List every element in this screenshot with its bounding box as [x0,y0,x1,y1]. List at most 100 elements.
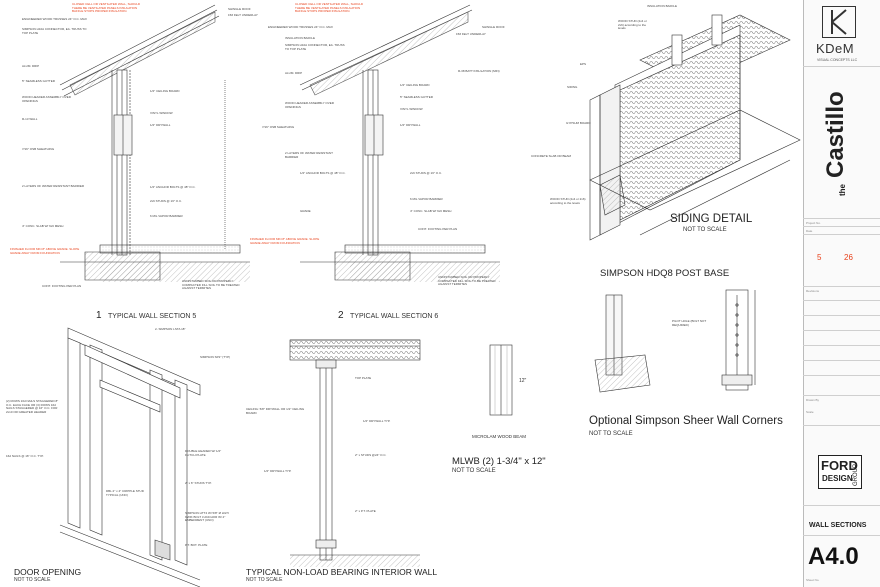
stamp-left-digit: 5 [817,253,822,262]
detail-title-siding: SIDING DETAIL [670,213,753,225]
note-gravel-5: 4" CONC. SLAB W/ 6x6 MESH [22,224,64,228]
detail-scale-interior: NOT TO SCALE [246,577,283,583]
mlwb-beam-drawing [489,344,513,416]
note-siding-wood-stud-bottom: WOOD STUD (2x4 or 2x6) according to the … [550,197,586,205]
note-king-stud: 2" x 6" STUDS TYP. [185,481,212,485]
wall-section-5-drawing [59,4,250,282]
mlwb-dimension: 12" [519,378,527,384]
firm-name: KDeM [816,41,855,56]
wall-section-6-drawing [299,4,500,282]
detail-number-2: 2 [338,310,344,321]
detail-title-sheer-wall: Optional Simpson Sheer Wall Corners [589,415,783,427]
note-vinyl-window-6: VINYL WINDOW [400,107,423,111]
note-cripple: DBL 2" x 4" CRIPPLE STUD TYPICAL (UNO) [106,489,144,497]
firm-tagline: VISUAL CONCEPTS LLC [817,58,858,62]
note-siding-gypsum: GYPSUM BOARD [566,121,591,125]
note-shingle-roof-5: SHINGLE ROOF [228,7,251,11]
title-block-divider [803,234,880,235]
note-sheathing-5: 7/16" OSB SHEATHING [22,147,55,151]
detail-title-wall-5: TYPICAL WALL SECTION 5 [108,313,197,320]
note-top-plate: TOP PLATE [355,376,372,380]
note-siding-eps: EPS [580,62,587,66]
detail-title-mlwb: MLWB (2) 1-3/4" x 12" [452,456,546,467]
firm-logo [822,6,856,38]
detail-title-wall-6: TYPICAL WALL SECTION 6 [350,313,439,320]
detail-scale-mlwb: NOT TO SCALE [452,468,496,474]
project-no-label: Project No. [806,221,821,225]
note-truss-6: ENGINEERED WOOD TRUSSES 24" O.C. MAX [268,25,333,29]
note-shingle-roof-6: SHINGLE ROOF [482,25,505,29]
note-alum-drip-5: ALUM. DRIP [22,64,40,68]
note-header-6: WOOD HEADER ASSEMBLY OVER OPENINGS [285,101,334,109]
detail-number-1: 1 [96,310,102,321]
designer-line-3: GROUP [853,463,859,486]
note-vapor-5: 6 MIL VAPOR BARRIER [150,214,183,218]
note-header-5: WOOD HEADER ASSEMBLY OVER OPENINGS [22,95,71,103]
note-wrb-5: 2 LAYERS OF WATER RESISTANT BARRIER [22,184,85,188]
mlwb-beam-label: MICROLAM WOOD BEAM [472,434,527,439]
detail-scale-door: NOT TO SCALE [14,577,51,583]
note-drywall-6: 1/2" DRYWALL [400,123,421,127]
note-drywall-typ: 1/2" DRYWALL TYP. [363,419,391,423]
note-insulation-baffle-6: INSULATION BAFFLE [285,36,315,40]
note-siding-slab: CONCRETE SLAB OR BEAM [531,154,572,158]
detail-scale-sheer-wall: NOT TO SCALE [589,431,633,437]
designer-line-1: FORD [821,458,858,473]
note-r13-5: R-13 WALL [22,117,38,121]
note-felt-5: 15# FELT UNDERLAY [228,13,258,17]
title-block-divider [803,330,880,331]
note-wrb-6: 2 LAYERS OF WATER RESISTANT BARRIER [285,151,333,159]
title-block-divider [803,375,880,376]
note-compacted-5: UNDISTURBED SOIL OR PROPERLY COMPACTED F… [182,279,240,291]
project-name-prefix: the [838,184,847,196]
note-compacted-6: UNDISTURBED SOIL OR PROPERLY COMPACTED F… [438,275,496,287]
note-anchor-5: 1/2" ANCHOR BOLTS @ 48" O.C. [150,185,196,189]
title-block-divider [803,66,880,67]
warning-floor-5: FINISHED FLOOR MIN 8" ABOVE GRADE. SLOPE… [10,247,80,255]
title-block-divider [803,535,880,536]
note-pilot-hole: PILOT HOLE (BOLT NOT REQUIRED) [672,319,707,327]
note-gutter-5: 5" SEAMLESS GUTTER [22,79,55,83]
project-name: Castillo [822,91,849,178]
door-opening-drawing [59,327,201,587]
kdem-mark-icon [830,8,847,35]
date-label: Date [806,229,813,233]
title-block-divider [803,345,880,346]
detail-title-door: DOOR OPENING [14,567,82,577]
siding-detail-drawing [589,14,801,241]
designer-logo [818,455,862,489]
note-drywall-typ-2: 1/2" DRYWALL TYP. [264,469,292,473]
title-block-divider [803,218,880,219]
title-block-divider [803,425,880,426]
detail-title-interior: TYPICAL NON-LOAD BEARING INTERIOR WALL [246,567,438,577]
sheet-no-label: Sheet No. [806,578,820,582]
note-gravel-6: 4" CONC. SLAB W/ 6x6 MESH [410,209,452,213]
note-sill-5: 2x6 STUDS @ 16" O.C. [150,199,182,203]
note-alum-drip-6: ALUM. DRIP [285,71,303,75]
warning-note-top-5: CLOSED CELL OR VENTILATED WALL, SHOULD T… [72,2,141,14]
note-simpson-sp: SIMPSON SP2" (TYP) [200,355,231,359]
note-footing-5: CONT. FOOTING PER PLAN [42,284,82,288]
note-studs-int: 2" x STUDS @24" O.C. [355,453,387,457]
title-block [803,0,880,587]
note-footing-6: CONT. FOOTING PER PLAN [418,227,458,231]
note-drywall-5: 1/2" DRYWALL [150,123,171,127]
note-rows-nails: (2) ROWS 16d NAILS STAGGERED 8" O.C. EAC… [6,399,59,414]
sheet-title: WALL SECTIONS [809,522,867,529]
note-simpson-hd: SIMPSON HTT4 W/ 5/8" Ø HILTI KWIK BOLT 3… [185,511,229,523]
note-ceiling-6: 1/2" CEILING BOARD [400,83,430,87]
note-r38-6: R-38 BATT INSULATION (MIN) [458,69,500,73]
note-studs16: 16d NAILS @ 16" O.C. TYP. [6,454,44,458]
note-felt-6: 15# FELT UNDERLAY [456,32,486,36]
stamp-right-digits: 26 [844,253,853,262]
note-simpson-h10a-5: SIMPSON H10A CONNECTOR, EA. TRUSS TO TOP… [22,27,87,35]
note-pt-plate: 2" x P.T. PLATE [355,509,376,513]
note-siding-baffle: INSULATION BAFFLE [647,4,677,8]
note-vinyl-window-5: VINYL WINDOW [150,111,173,115]
warning-note-top-6: CLOSED CELL OR VENTILATED WALL, SHOULD T… [295,2,364,14]
title-block-divider [803,360,880,361]
title-block-divider [803,286,880,287]
detail-title-hdq8: SIMPSON HDQ8 POST BASE [600,268,730,279]
interior-wall-drawing [289,339,421,567]
